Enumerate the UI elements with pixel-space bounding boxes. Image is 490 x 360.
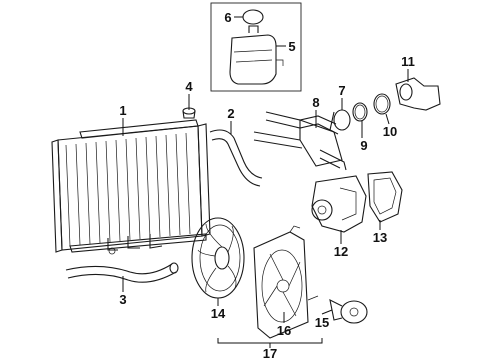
inlet-pipe-lower <box>253 131 303 149</box>
radiator-top-rail <box>79 119 199 139</box>
callout-3: 3 <box>119 292 126 307</box>
lower-hose-end <box>169 262 179 274</box>
reservoir-ribs <box>233 49 273 63</box>
upper-hose <box>209 129 263 187</box>
shroud-opening <box>261 249 303 323</box>
shroud-spokes <box>263 253 301 317</box>
reservoir-inset-box <box>210 2 302 92</box>
cooling-fan-blade <box>191 217 245 299</box>
leader-17-bracket <box>217 338 323 344</box>
callout-17: 17 <box>263 346 277 360</box>
callout-15: 15 <box>315 315 329 330</box>
water-pump-gasket-inner <box>373 177 397 215</box>
shroud-motor-mount <box>276 279 290 293</box>
leader-10 <box>385 113 390 125</box>
reservoir-cap <box>242 9 264 25</box>
thermostat-body <box>333 109 351 131</box>
outlet-housing-body <box>395 77 441 111</box>
water-pump-pulley <box>311 199 333 221</box>
thermostat-gasket-inner <box>354 104 366 120</box>
thermostat-gasket <box>352 102 368 122</box>
water-pump <box>311 175 367 233</box>
housing-o-ring-inner <box>375 95 389 113</box>
callout-1: 1 <box>119 103 126 118</box>
water-pump-gasket <box>367 171 403 223</box>
callout-16: 16 <box>277 323 291 338</box>
fan-motor-shaft <box>349 307 359 317</box>
water-pump-hub <box>317 205 327 215</box>
thermostat-flange <box>329 111 339 135</box>
callout-11: 11 <box>401 54 415 69</box>
callout-8: 8 <box>312 95 319 110</box>
callout-9: 9 <box>360 138 367 153</box>
callout-10: 10 <box>383 124 397 139</box>
callout-13: 13 <box>373 230 387 245</box>
inlet-outlet-tube <box>319 149 347 171</box>
water-pump-body <box>311 175 367 233</box>
callout-6: 6 <box>224 10 231 25</box>
radiator-cap-body <box>182 110 196 119</box>
reservoir-tank <box>229 34 277 85</box>
fan-motor-body <box>340 300 368 324</box>
callout-4: 4 <box>185 79 193 94</box>
water-outlet-housing <box>395 77 441 111</box>
leader-15 <box>321 309 333 315</box>
callout-labels: 1 2 3 4 5 6 7 8 9 10 11 12 13 14 15 16 1… <box>119 10 414 360</box>
radiator-right-tank <box>197 123 211 237</box>
shroud-tabs <box>289 225 319 301</box>
housing-o-ring <box>373 93 391 115</box>
callout-2: 2 <box>227 106 234 121</box>
reservoir-outlet <box>276 59 284 66</box>
callout-12: 12 <box>334 244 348 259</box>
water-inlet-pipe <box>253 111 347 171</box>
radiator-left-tank <box>51 139 63 253</box>
fan-inner-ring <box>199 224 241 292</box>
water-pump-volute <box>339 187 357 221</box>
radiator <box>51 119 211 255</box>
fan-shroud <box>253 225 319 339</box>
fan-hub <box>214 246 230 270</box>
callout-7: 7 <box>338 83 345 98</box>
thermostat <box>329 109 351 135</box>
callout-14: 14 <box>211 306 226 321</box>
reservoir-neck <box>248 25 259 33</box>
lower-hose <box>65 263 177 283</box>
callout-5: 5 <box>288 39 295 54</box>
radiator-drain <box>108 247 116 255</box>
fan-blades <box>197 223 237 293</box>
radiator-bottom-rail <box>69 233 207 253</box>
outlet-housing-port <box>399 83 413 101</box>
fan-motor <box>329 299 368 324</box>
radiator-fins <box>65 132 191 247</box>
inlet-pipe-upper <box>265 111 337 133</box>
leader-lines <box>122 16 409 348</box>
